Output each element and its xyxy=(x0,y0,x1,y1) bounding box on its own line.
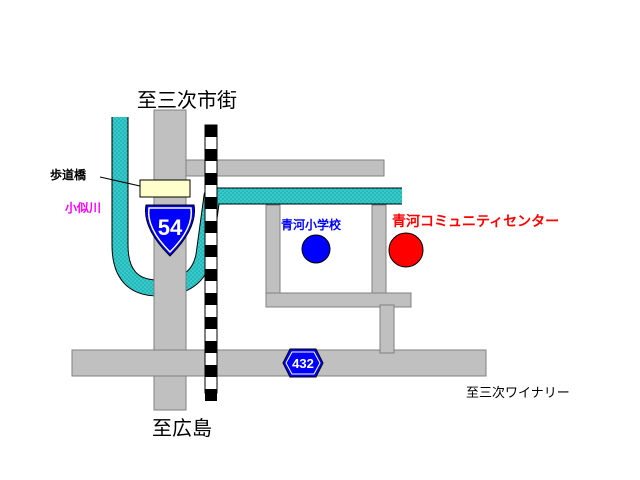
railway-segment xyxy=(205,293,217,305)
railway-segment xyxy=(205,173,217,185)
south-destination-label: 至広島 xyxy=(152,416,212,440)
railway-segment xyxy=(205,149,217,161)
route-432-road xyxy=(71,349,487,377)
footbridge xyxy=(139,179,191,198)
community-center-label: 青河コミュニティセンター xyxy=(392,214,560,230)
local-road-loop-bottom xyxy=(265,292,412,308)
railway xyxy=(204,124,218,401)
footbridge-leader xyxy=(99,176,141,187)
railway-segment xyxy=(205,365,217,377)
railway-segment xyxy=(205,269,217,281)
local-road-north xyxy=(185,159,385,177)
red-circle-icon xyxy=(388,232,424,268)
east-destination-label: 至三次ワイナリー xyxy=(466,386,570,401)
railway-segment xyxy=(205,389,217,401)
blue-circle-icon xyxy=(301,234,331,264)
railway-segment xyxy=(205,317,217,329)
local-road-connector xyxy=(379,304,395,354)
roads xyxy=(71,109,487,411)
national-route-number: 54 xyxy=(158,215,183,240)
local-road-loop-left xyxy=(265,204,281,306)
prefectural-route-number: 432 xyxy=(292,356,314,371)
railway-segment xyxy=(205,197,217,209)
railway-segment xyxy=(205,341,217,353)
railway-segment xyxy=(205,125,217,137)
railway-segment xyxy=(205,221,217,233)
river-label: 小似川 xyxy=(65,201,102,215)
school-label: 青河小学校 xyxy=(281,218,342,232)
local-road-loop-right xyxy=(371,204,387,306)
north-destination-label: 至三次市街 xyxy=(137,88,237,112)
railway-segment xyxy=(205,245,217,257)
national-route-shield-icon: 54 xyxy=(145,204,195,257)
prefectural-route-hexagon-icon: 432 xyxy=(282,348,324,378)
footbridge-label: 歩道橋 xyxy=(50,168,87,182)
